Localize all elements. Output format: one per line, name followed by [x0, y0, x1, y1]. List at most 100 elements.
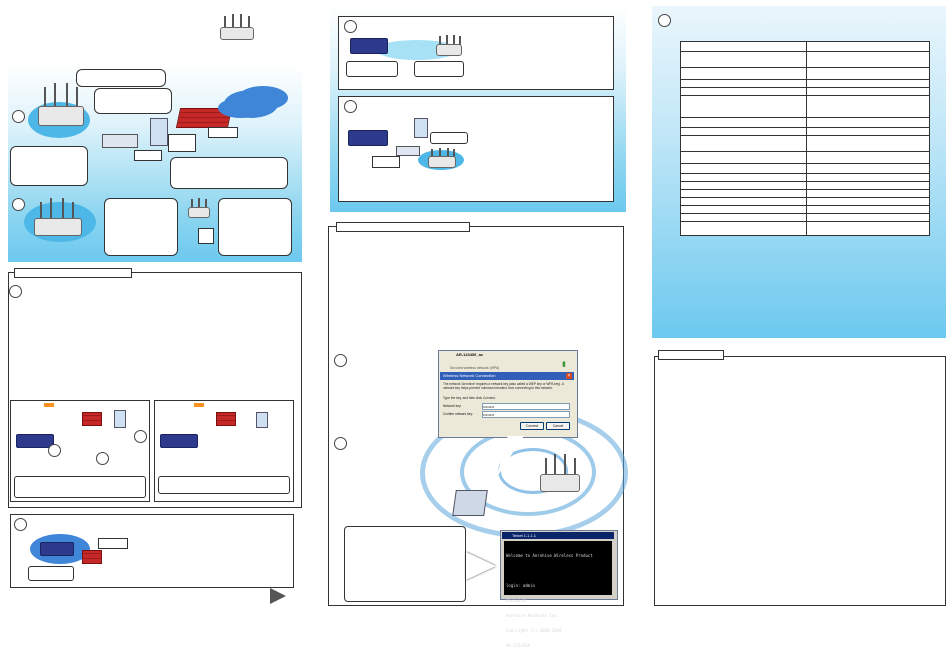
network-key-input[interactable]: ••••••••: [482, 403, 570, 410]
table-cell: [806, 163, 930, 174]
table-cell: [806, 41, 930, 52]
table-row: [680, 41, 930, 52]
mesh-badge-a: [134, 430, 147, 443]
table-row: [680, 51, 930, 68]
table-cell: [680, 67, 807, 80]
wifi-security-text: Secured wireless network (WPA): [450, 366, 500, 370]
confirm-key-label: Confirm network key:: [443, 412, 473, 416]
wifi-dialog-title: Wireless Network Connection: [443, 373, 496, 378]
telnet-line: [506, 568, 610, 573]
deployment-section-title: [14, 268, 132, 278]
telnet-instructions-callout: [344, 526, 466, 602]
telnet-title: Telnet 1.1.1.1: [512, 533, 537, 538]
table-cell: [806, 51, 930, 68]
mesh-router-right: [160, 434, 198, 448]
table-row: [680, 221, 930, 236]
cloud-label-top: [98, 538, 128, 549]
laptop-icon: [452, 490, 488, 516]
table-cell: [680, 95, 807, 118]
notes-section: [654, 356, 946, 606]
table-cell: [680, 181, 807, 190]
telnet-line: Welcome to Aerohive Wireless Product: [506, 553, 593, 558]
label-firewall: [208, 127, 238, 138]
table-row: [680, 163, 930, 174]
access-point-icon: [38, 82, 84, 126]
confirm-key-input[interactable]: ••••••••: [482, 411, 570, 418]
table-row: [680, 151, 930, 164]
wired-label-switch: [372, 156, 400, 168]
table-cell: [680, 87, 807, 96]
cancel-button[interactable]: Cancel: [546, 422, 570, 430]
callout-antenna: [76, 69, 166, 87]
legend-swatch-orange-2: [194, 403, 204, 407]
access-point-power-icon: [34, 196, 82, 236]
wifi-ssid: AR-123456_ac: [456, 352, 484, 357]
step-badge-7: [334, 354, 347, 367]
wireless-label-right: [414, 61, 464, 77]
step-badge-5: [344, 20, 357, 33]
step-badge-6: [344, 100, 357, 113]
switch-tower-icon: [150, 118, 168, 146]
table-cell: [806, 173, 930, 182]
table-row: [680, 117, 930, 128]
telnet-line: Password:: [506, 598, 528, 603]
table-cell: [806, 205, 930, 214]
table-row: [680, 189, 930, 198]
mesh-caption-left: [14, 476, 146, 498]
step-badge-1: [12, 110, 25, 123]
wireless-ap-icon: [436, 32, 462, 56]
telnet-line: AH-123456#: [506, 643, 531, 648]
telnet-line: login: admin: [506, 583, 535, 588]
laptop-box-icon: [350, 38, 388, 54]
next-page-arrow-icon[interactable]: [270, 588, 286, 604]
wired-router-icon: [348, 130, 388, 146]
wifi-instruction: Type the key, and then click Connect.: [443, 396, 496, 400]
table-cell: [806, 79, 930, 88]
mesh-router-left: [16, 434, 54, 448]
connect-button[interactable]: Connect: [520, 422, 544, 430]
mesh-badge-c: [96, 452, 109, 465]
table-cell: [680, 221, 807, 236]
table-row: [680, 173, 930, 182]
table-row: [680, 197, 930, 206]
wired-ap-icon: [428, 144, 456, 168]
label-injector: [134, 150, 162, 161]
callout-network: [170, 157, 288, 189]
table-cell: [680, 205, 807, 214]
telnet-line: Copyright (C) 2006-2009: [506, 628, 562, 633]
table-cell: [806, 87, 930, 96]
table-cell: [680, 41, 807, 52]
wifi-message: The network 'Aerohive' requires a networ…: [443, 382, 564, 390]
table-row: [680, 181, 930, 190]
wireless-connect-box: [338, 16, 614, 90]
table-cell: [806, 95, 930, 118]
access-point-small-icon: [188, 196, 210, 218]
callout-power-2: [218, 198, 292, 256]
table-cell: [806, 181, 930, 190]
telnet-output: Welcome to Aerohive Wireless Product log…: [504, 541, 612, 648]
table-cell: [806, 197, 930, 206]
notes-section-title: [658, 350, 724, 360]
table-cell: [806, 117, 930, 128]
cloud-label-bottom: [28, 566, 74, 581]
mesh-firewall-left: [82, 412, 102, 426]
step-badge-8: [334, 437, 347, 450]
legend-swatch-orange: [44, 403, 54, 407]
table-row: [680, 213, 930, 222]
callout-ethernet: [10, 146, 88, 186]
table-cell: [806, 135, 930, 152]
cloud-router-icon: [40, 542, 74, 556]
table-cell: [806, 67, 930, 80]
callout-power-1: [104, 198, 178, 256]
table-cell: [806, 213, 930, 222]
mesh-firewall-right: [216, 412, 236, 426]
table-cell: [680, 127, 807, 136]
label-switch: [168, 134, 196, 152]
product-thumbnail-icon: [220, 12, 254, 40]
configuration-section-title: [336, 222, 470, 232]
close-icon[interactable]: ×: [566, 373, 572, 379]
wired-switch-icon: [396, 146, 420, 156]
mesh-server-right: [256, 412, 268, 428]
table-cell: [680, 51, 807, 68]
mesh-caption-right: [158, 476, 290, 494]
